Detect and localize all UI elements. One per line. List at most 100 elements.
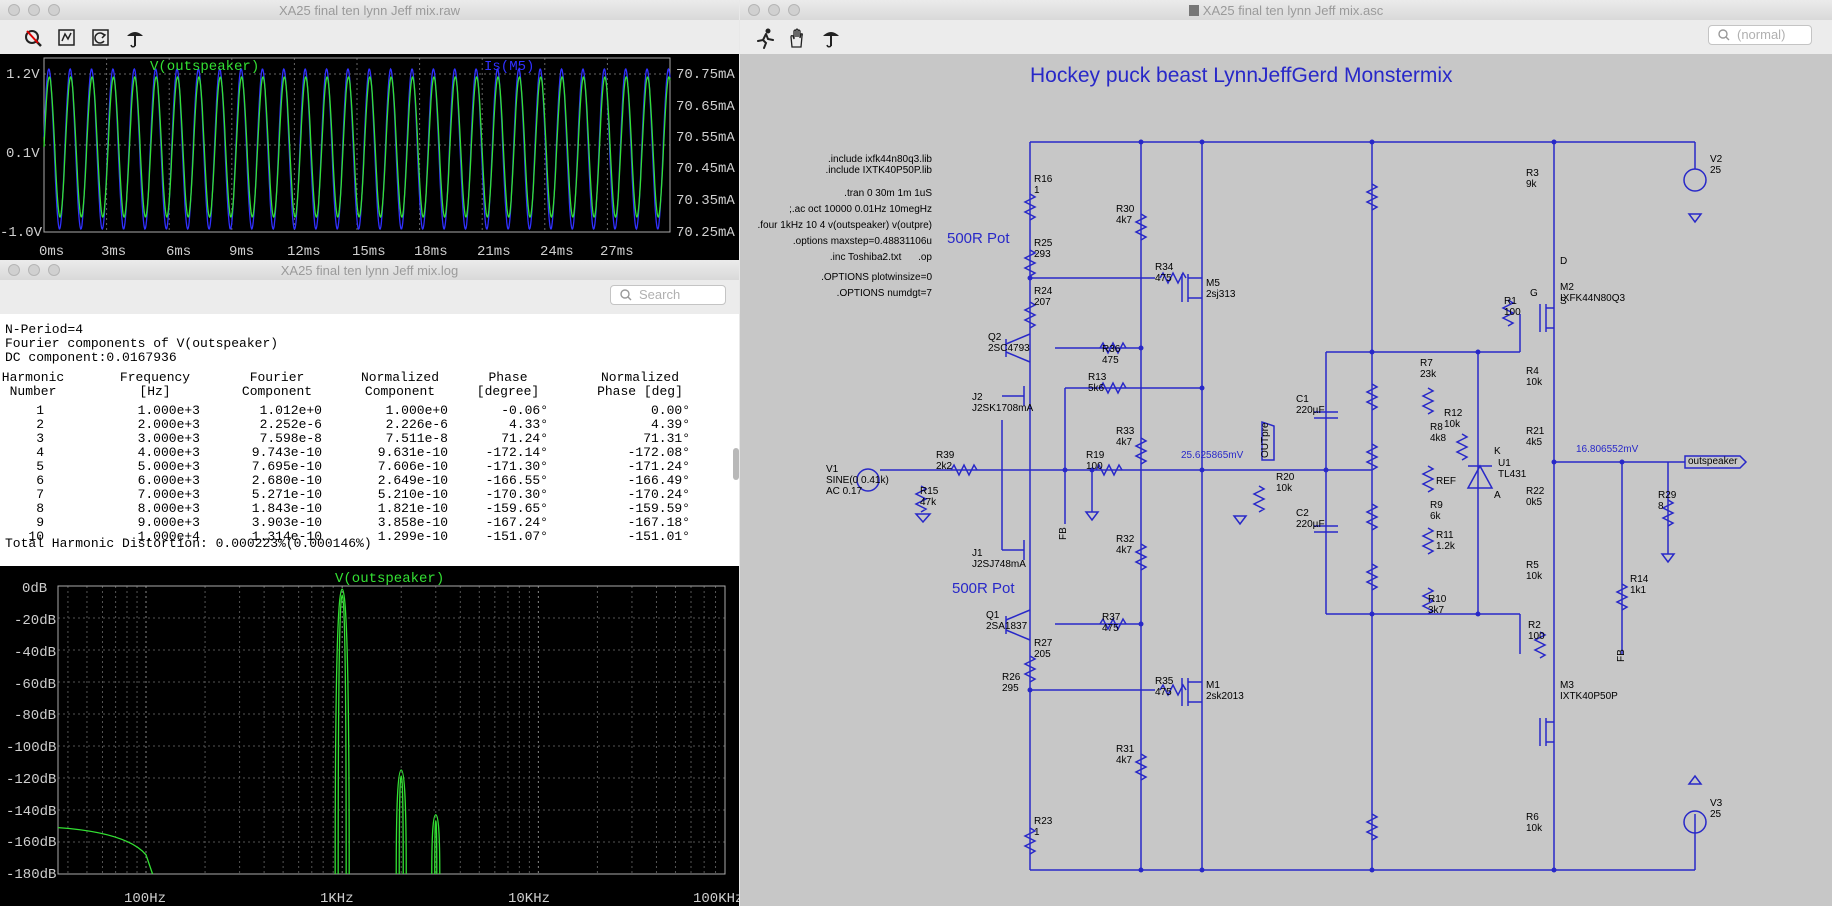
- voltage-readout[interactable]: 16.806552mV: [1576, 444, 1639, 455]
- zoom-window-button[interactable]: [48, 264, 60, 276]
- resistor-symbol[interactable]: [1134, 753, 1148, 781]
- minimize-window-button[interactable]: [768, 4, 780, 16]
- trace-label-ism5[interactable]: Is(M5): [484, 59, 534, 75]
- minimize-window-button[interactable]: [28, 4, 40, 16]
- net-label-fb[interactable]: FB: [1058, 527, 1069, 540]
- v-outspeaker-trace[interactable]: [43, 75, 671, 219]
- zoom-window-button[interactable]: [48, 4, 60, 16]
- schematic-canvas[interactable]: Hockey puck beast LynnJeffGerd Monstermi…: [740, 54, 1832, 906]
- resistor-symbol[interactable]: [1365, 503, 1379, 531]
- resistor-symbol[interactable]: [1099, 341, 1127, 355]
- net-label-outspeaker[interactable]: outspeaker: [1688, 456, 1738, 467]
- c1-capacitor[interactable]: [1314, 411, 1338, 419]
- minimize-window-button[interactable]: [28, 264, 40, 276]
- zoom-full-icon[interactable]: [56, 27, 78, 49]
- resistor-symbol[interactable]: [1421, 387, 1435, 415]
- resistor-symbol[interactable]: [1365, 183, 1379, 211]
- resistor-symbol[interactable]: [1159, 271, 1187, 285]
- fft-peak[interactable]: [395, 769, 407, 875]
- resistor-symbol[interactable]: [1099, 617, 1127, 631]
- voltage-readout[interactable]: 25.625865mV: [1181, 450, 1244, 461]
- outpre-flag[interactable]: [1261, 420, 1275, 461]
- close-window-button[interactable]: [748, 4, 760, 16]
- close-window-button[interactable]: [8, 4, 20, 16]
- resistor-symbol[interactable]: [1023, 827, 1037, 855]
- schematic-search-input[interactable]: (normal): [1708, 25, 1812, 45]
- m1-mosfet[interactable]: [1181, 678, 1202, 706]
- resistor-symbol[interactable]: [1023, 193, 1037, 221]
- q1-transistor[interactable]: [1005, 609, 1031, 641]
- trace-label-vout[interactable]: V(outspeaker): [150, 59, 259, 75]
- fft-peak-inner[interactable]: [434, 820, 438, 875]
- zoom-window-button[interactable]: [788, 4, 800, 16]
- resistor-symbol[interactable]: [1159, 683, 1187, 697]
- resistor-symbol[interactable]: [1099, 381, 1127, 395]
- resistor-symbol[interactable]: [1134, 213, 1148, 241]
- resistor-symbol[interactable]: [1501, 299, 1515, 327]
- resistor-symbol[interactable]: [950, 463, 978, 477]
- log-text-area[interactable]: N-Period=4 Fourier components of V(outsp…: [0, 314, 739, 566]
- resistor-symbol[interactable]: [1365, 813, 1379, 841]
- resistor-symbol[interactable]: [1023, 249, 1037, 277]
- c2-capacitor[interactable]: [1314, 525, 1338, 533]
- resistor-symbol[interactable]: [1365, 563, 1379, 591]
- raw-titlebar[interactable]: XA25 final ten lynn Jeff mix.raw: [0, 0, 739, 21]
- j1-jfet[interactable]: [1002, 540, 1025, 560]
- resistor-symbol[interactable]: [1455, 433, 1469, 461]
- resistor-symbol[interactable]: [1615, 583, 1629, 611]
- resistor-symbol[interactable]: [1252, 485, 1266, 513]
- fft-low-skirt[interactable]: [57, 826, 154, 875]
- zoom-cancel-icon[interactable]: [22, 27, 44, 49]
- transient-plot[interactable]: V(outspeaker) Is(M5) 1.2V 0.1V -1.0V 70.…: [0, 54, 739, 260]
- v3-source[interactable]: [1683, 810, 1707, 834]
- resistor-symbol[interactable]: [1661, 499, 1675, 527]
- log-search-input[interactable]: Search: [610, 285, 726, 305]
- resistor-symbol[interactable]: [1365, 383, 1379, 411]
- resistor-symbol[interactable]: [1421, 465, 1435, 493]
- v1-source[interactable]: [856, 468, 880, 492]
- log-titlebar[interactable]: XA25 final ten lynn Jeff mix.log: [0, 260, 739, 281]
- resistor-symbol[interactable]: [1365, 443, 1379, 471]
- fft-peak[interactable]: [431, 814, 441, 875]
- halt-icon[interactable]: [786, 27, 808, 49]
- resistor-symbol[interactable]: [1023, 655, 1037, 683]
- net-label-outpre[interactable]: OUTpre: [1260, 422, 1271, 458]
- resistor-symbol[interactable]: [1421, 527, 1435, 555]
- schematic-title[interactable]: Hockey puck beast LynnJeffGerd Monstermi…: [1030, 64, 1453, 87]
